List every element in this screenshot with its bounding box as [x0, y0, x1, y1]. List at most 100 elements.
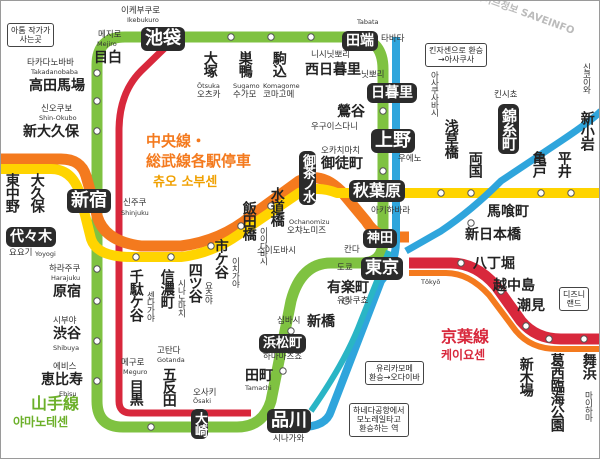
station-shinnihonbashi[interactable]: 新日本橋: [465, 227, 521, 243]
nishinippori-ko: 니시닛뽀리: [311, 50, 351, 60]
saikyo-line: [115, 34, 251, 417]
sendagaya-ko: 센다가야: [144, 291, 155, 321]
station-iidabashi[interactable]: 飯田橋: [240, 201, 257, 240]
station-uguisudani[interactable]: 鶯谷: [337, 104, 365, 120]
shinokubo-ko: 신오쿠보: [41, 104, 73, 114]
shinkoiwa-ko: 신코이와: [580, 63, 591, 93]
mejiro-ko: 메지로: [98, 30, 122, 40]
station-hirai[interactable]: 平井: [555, 151, 572, 177]
shinagawa-ko: 시나가와: [273, 434, 305, 444]
title-line1: 中央線・: [146, 132, 207, 150]
station-shibuya[interactable]: 渋谷: [53, 326, 81, 342]
yamanote-line: [91, 31, 389, 433]
station-meguro[interactable]: 目黒: [127, 379, 144, 405]
station-higashinakano[interactable]: 東中野: [3, 173, 20, 212]
station-okachimachi[interactable]: 御徒町: [321, 156, 363, 172]
hub-shinjuku[interactable]: 新宿: [67, 189, 111, 213]
asakusabashi-ko: 아사쿠사바시: [428, 71, 439, 116]
haneda-note: 하네다공항에서 모노레일타고 환승하는 역: [349, 403, 409, 437]
station-asakusabashi[interactable]: 浅草橋: [442, 119, 459, 158]
station-mejiro[interactable]: 目白: [94, 50, 122, 66]
suidobashi-ko: 스이도바시: [257, 246, 297, 256]
station-yurakucho[interactable]: 有楽町: [327, 280, 369, 296]
station-ebisu[interactable]: 恵比寿: [41, 372, 83, 388]
station-suidobashi[interactable]: 水道橋: [268, 187, 285, 226]
station-kasairinkai[interactable]: 葛西臨海公園: [548, 353, 565, 431]
station-sugamo[interactable]: 巣鴨: [236, 51, 253, 77]
station-komagome[interactable]: 駒込: [270, 51, 287, 77]
osaki-en: Ōsaki: [193, 397, 212, 405]
hub-kanda[interactable]: 神田: [363, 229, 398, 248]
osaki-ko: 오사키: [193, 388, 217, 398]
hamamatsucho-ko: 하마마츠쵸: [263, 352, 303, 362]
ebisu-ko: 에비스: [53, 362, 77, 372]
otsuka-ko: 오츠카: [197, 90, 221, 100]
station-okubo[interactable]: 大久保: [28, 173, 45, 212]
shibuya-ko: 시부야: [53, 316, 77, 326]
uguisudani-ko: 우구이스다니: [311, 122, 358, 132]
keiyo-ko-label: 케이요센: [441, 348, 486, 362]
iidabashi-ko: 이이다바시: [257, 227, 268, 265]
station-kameido[interactable]: 亀戸: [530, 151, 547, 177]
sugamo-ko: 수가모: [233, 90, 257, 100]
tamachi-en: Tamachi: [245, 384, 272, 392]
hub-yoyogi[interactable]: 代々木: [6, 227, 56, 247]
hub-akihabara[interactable]: 秋葉原: [349, 180, 406, 202]
yurikamome-note: 유리카모메 환승→오다이바: [365, 361, 424, 386]
ikebukuro-ko: 이케부쿠로: [121, 6, 161, 16]
hub-nippori[interactable]: 日暮里: [367, 83, 417, 103]
shinjuku-ko: 신주쿠: [123, 198, 147, 208]
hub-hamamatsucho[interactable]: 浜松町: [259, 334, 307, 353]
station-nishinippori[interactable]: 西日暮里: [305, 62, 361, 78]
station-shiomi[interactable]: 潮見: [517, 298, 545, 314]
kanda-ko: 칸다: [344, 245, 360, 255]
station-otsuka[interactable]: 大塚: [201, 51, 218, 77]
hub-kinshicho[interactable]: 錦糸町: [498, 104, 519, 154]
hub-osaki[interactable]: 大崎: [191, 409, 208, 439]
station-tamachi[interactable]: 田町: [245, 368, 273, 384]
keihin-tohoku-line: [300, 37, 400, 431]
station-takadanobaba[interactable]: 高田馬場: [29, 78, 85, 94]
station-maihama[interactable]: 舞浜: [580, 353, 597, 379]
station-shinbashi[interactable]: 新橋: [307, 314, 335, 330]
station-shinkiba[interactable]: 新木場: [517, 357, 534, 396]
yoyogi-ko: 요요기: [9, 248, 33, 258]
maihama-note: 디즈니 랜드: [559, 287, 590, 312]
station-etchujima[interactable]: 越中島: [493, 278, 535, 294]
akihabara-ko: 아키하바라: [371, 206, 411, 216]
hub-ochanomizu[interactable]: 御茶ノ水: [299, 151, 316, 205]
title-line2: 総武線各駅停車: [146, 152, 252, 170]
station-ryogoku[interactable]: 両国: [466, 151, 483, 177]
okachimachi-ko: 오카치마치: [321, 146, 361, 156]
station-gotanda[interactable]: 五反田: [160, 367, 177, 406]
yamanote-jp-label: 山手線: [31, 394, 80, 413]
meguro-en: Meguro: [123, 368, 148, 376]
hub-shinagawa[interactable]: 品川: [267, 409, 311, 433]
hub-ikebukuro[interactable]: 池袋: [141, 27, 185, 51]
tabata-en: Tabata: [357, 18, 379, 26]
station-hatchobori[interactable]: 八丁堀: [473, 256, 515, 272]
hub-ueno[interactable]: 上野: [371, 129, 415, 153]
shinanomachi-ko: 시나노마치: [175, 279, 186, 317]
komagome-ko: 코마고메: [263, 90, 295, 100]
keiyo-jp-label: 京葉線: [441, 327, 490, 346]
station-shinokubo[interactable]: 新大久保: [23, 124, 79, 140]
station-ichigaya[interactable]: 市ケ谷: [212, 239, 229, 278]
tokyo-en: Tōkyō: [421, 278, 441, 286]
komagome-en: Komagome: [263, 82, 300, 90]
hub-tabata[interactable]: 田端: [342, 31, 378, 51]
station-shinkoiwa[interactable]: 新小岩: [578, 111, 595, 150]
yamanote-ko-label: 야마노테센: [13, 415, 69, 429]
title-ko: 츄오 소부센: [153, 175, 218, 190]
station-bakurocho[interactable]: 馬喰町: [487, 204, 529, 220]
yurakucho-ko: 유라쿠쵸: [337, 296, 369, 306]
ikebukuro-en: Ikebukuro: [127, 16, 159, 24]
station-dots: [93, 33, 588, 431]
shinjuku-en: Shinjuku: [121, 209, 149, 217]
station-yotsuya[interactable]: 四ツ谷: [186, 263, 203, 302]
station-shinanomachi[interactable]: 信濃町: [158, 269, 175, 308]
hub-tokyo[interactable]: 東京: [361, 257, 403, 280]
station-harajuku[interactable]: 原宿: [53, 284, 81, 300]
station-sendagaya[interactable]: 千駄ケ谷: [127, 269, 144, 321]
